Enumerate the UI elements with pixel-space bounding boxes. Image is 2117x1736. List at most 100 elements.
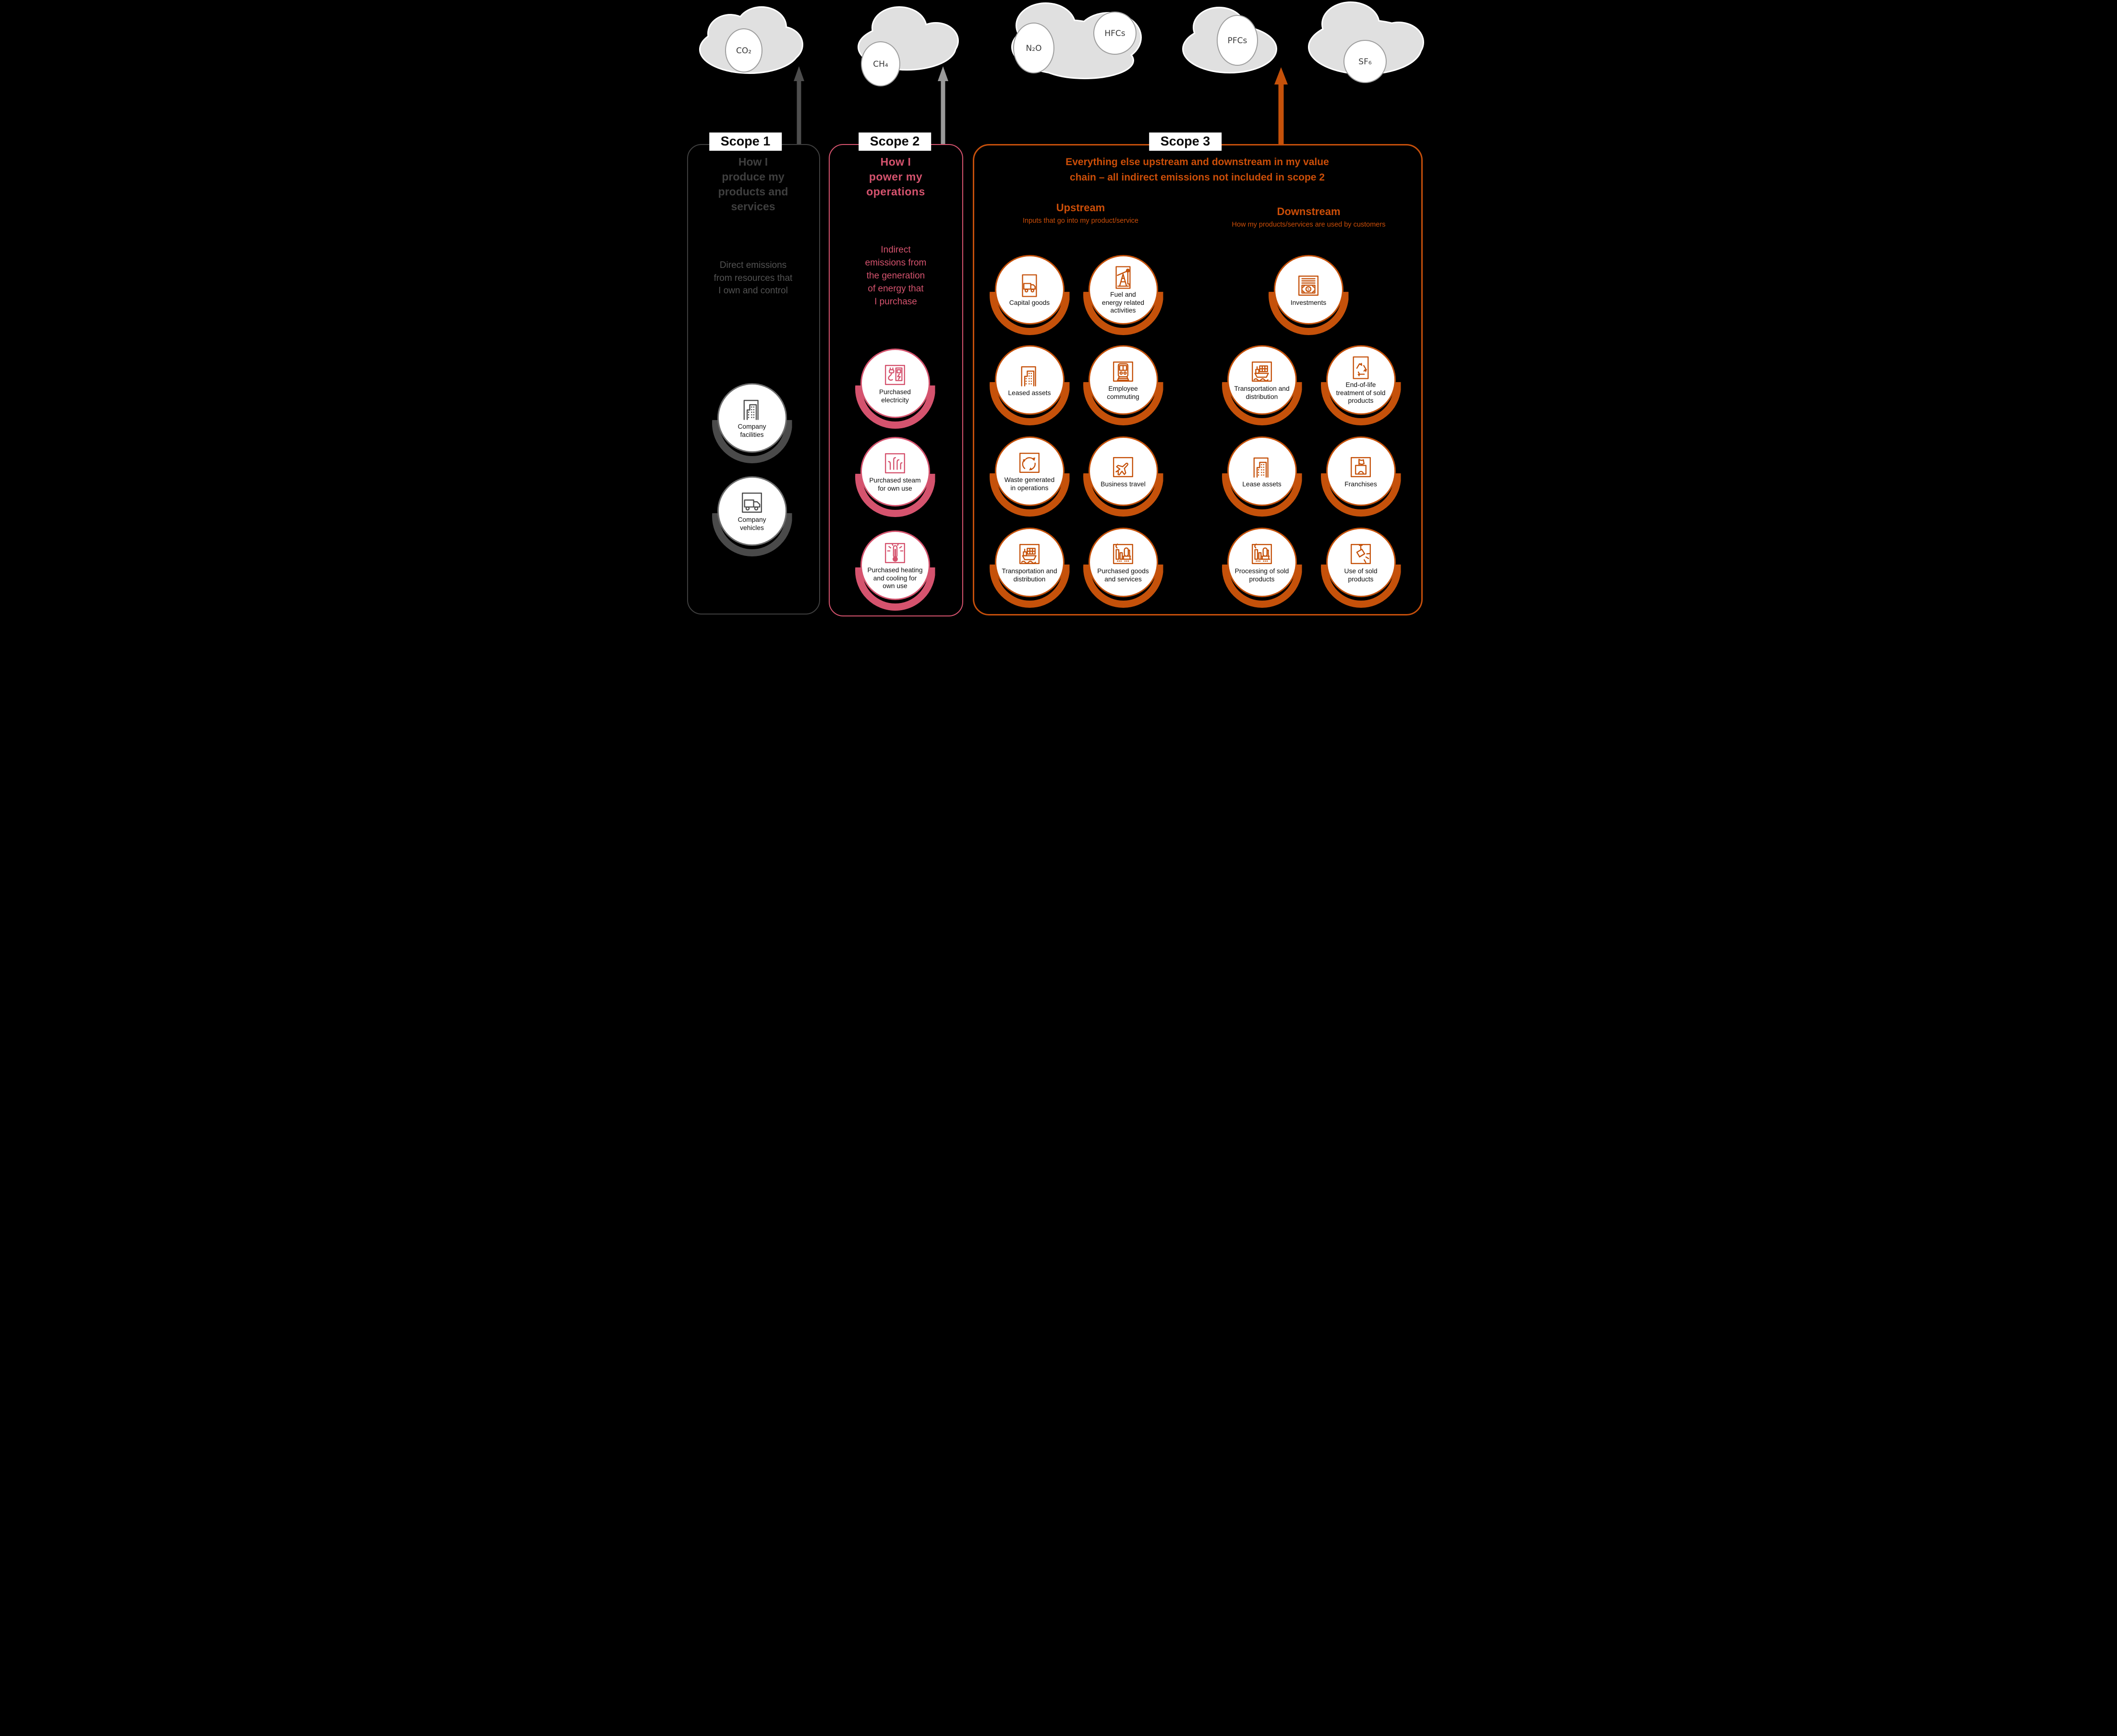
pumpjack-icon	[1110, 265, 1136, 290]
scope1-arrow	[793, 66, 804, 145]
recycle-arrows-icon	[1016, 450, 1042, 476]
ev-charger-icon	[882, 362, 908, 388]
badge-transportation-distribution-up: Transportation and distribution	[989, 528, 1070, 608]
badge-label: Leased assets	[1008, 389, 1051, 397]
scope2-header: Scope 2	[858, 133, 931, 151]
storefront-icon	[1348, 454, 1374, 480]
factory-icon	[1249, 541, 1275, 567]
n2o-hfcs-cloud: N₂O HFCs	[1011, 2, 1142, 79]
upstream-subtitle: Inputs that go into my product/service	[1023, 217, 1138, 225]
badge-disc: $ Investments	[1273, 255, 1343, 325]
badge-company-vehicles: Company vehicles	[712, 476, 792, 556]
factory-icon	[1110, 541, 1136, 567]
badge-label: Franchises	[1344, 480, 1377, 488]
scope2-arrow	[937, 66, 948, 145]
badge-disc: Purchased goods and services	[1088, 528, 1158, 597]
badge-employee-commuting: Employee commuting	[1083, 345, 1163, 425]
ch4-cloud: CH₄	[857, 6, 959, 86]
ship-icon	[1249, 359, 1275, 385]
scope2-heading: How I power my operations	[866, 156, 925, 198]
gas-label-co2: CO₂	[736, 46, 751, 56]
badge-disc: Use of sold products	[1326, 528, 1396, 597]
badge-disc: Purchased electricity	[860, 349, 930, 418]
badge-disc: Lease assets	[1227, 436, 1297, 506]
badge-label: End-of-life treatment of sold products	[1336, 381, 1386, 405]
ship-icon	[1016, 541, 1042, 567]
building-icon	[739, 397, 765, 422]
pfcs-cloud: PFCs	[1182, 7, 1277, 73]
badge-label: Processing of sold products	[1234, 567, 1289, 583]
emissions-scopes-diagram: CO₂ CH₄ N₂O	[682, 0, 1435, 617]
recycle-icon	[1348, 355, 1374, 381]
co2-cloud: CO₂	[699, 6, 803, 74]
badge-label: Use of sold products	[1344, 567, 1378, 583]
scope2-body: Indirect emissions from the generation o…	[865, 245, 927, 307]
gas-label-sf6: SF₆	[1358, 57, 1372, 67]
badge-company-facilities: Company facilities	[712, 383, 792, 463]
badge-disc: Fuel and energy related activities	[1088, 255, 1158, 325]
badge-end-of-life-treatment: End-of-life treatment of sold products	[1320, 345, 1401, 425]
building-icon	[1016, 363, 1042, 389]
scope1-header: Scope 1	[709, 133, 782, 151]
badge-use-of-sold-products: Use of sold products	[1320, 528, 1401, 608]
badge-disc: Purchased heating and cooling for own us…	[860, 530, 930, 600]
scope3-arrow	[1274, 67, 1288, 145]
badge-label: Purchased goods and services	[1097, 567, 1149, 583]
building-icon	[1249, 454, 1275, 480]
badge-disc: Purchased steam for own use	[860, 437, 930, 506]
downstream-heading: Downstream	[1277, 205, 1341, 217]
plane-icon	[1110, 454, 1136, 480]
badge-label: Capital goods	[1009, 299, 1050, 306]
gas-label-ch4: CH₄	[873, 60, 888, 69]
badge-disc: Company vehicles	[717, 476, 787, 546]
svg-text:$: $	[1307, 287, 1309, 291]
badge-label: Employee commuting	[1107, 385, 1139, 400]
badge-label: Purchased steam for own use	[869, 477, 921, 492]
gas-label-n2o: N₂O	[1026, 44, 1041, 53]
truck-icon	[739, 490, 765, 516]
scope1-heading: How I produce my products and services	[718, 156, 788, 213]
train-icon	[1110, 359, 1136, 385]
badge-label: Lease assets	[1242, 480, 1282, 488]
upstream-heading: Upstream	[1056, 202, 1105, 214]
badge-label: Purchased heating and cooling for own us…	[867, 566, 923, 590]
badge-disc: Processing of sold products	[1227, 528, 1297, 597]
badge-business-travel: Business travel	[1083, 436, 1163, 517]
badge-disc: Employee commuting	[1088, 345, 1158, 415]
badge-purchased-steam: Purchased steam for own use	[855, 437, 935, 517]
downstream-subtitle: How my products/services are used by cus…	[1232, 221, 1386, 229]
badge-capital-goods: Capital goods	[989, 255, 1070, 335]
badge-franchises: Franchises	[1320, 436, 1401, 517]
badge-label: Fuel and energy related activities	[1101, 290, 1145, 314]
spotlight-icon	[1348, 541, 1374, 567]
badge-disc: Waste generated in operations	[994, 436, 1065, 506]
badge-leased-assets: Leased assets	[989, 345, 1070, 425]
badge-purchased-electricity: Purchased electricity	[855, 349, 935, 429]
badge-label: Business travel	[1101, 480, 1146, 488]
clouds-and-arrows-layer: CO₂ CH₄ N₂O	[699, 1, 1424, 145]
badge-disc: Transportation and distribution	[994, 528, 1065, 597]
badge-purchased-goods-services: Purchased goods and services	[1083, 528, 1163, 608]
badge-disc: Transportation and distribution	[1227, 345, 1297, 415]
badge-investments: $ Investments	[1268, 255, 1349, 335]
badge-label: Purchased electricity	[879, 388, 911, 404]
steam-icon	[882, 450, 908, 476]
badge-fuel-energy-activities: Fuel and energy related activities	[1083, 255, 1163, 335]
badge-disc: End-of-life treatment of sold products	[1326, 345, 1396, 415]
badge-label: Company vehicles	[738, 516, 766, 531]
badge-label: Company facilities	[738, 423, 766, 438]
scope3-title: Everything else upstream and downstream …	[1065, 157, 1329, 183]
badge-transportation-distribution-down: Transportation and distribution	[1222, 345, 1302, 425]
badge-disc: Capital goods	[994, 255, 1065, 325]
gas-label-hfcs: HFCs	[1104, 29, 1125, 38]
truck-icon	[1016, 273, 1042, 299]
badge-label: Investments	[1290, 299, 1327, 306]
thermometer-icon	[882, 540, 908, 566]
badge-label: Transportation and distribution	[1002, 567, 1057, 583]
badge-waste-generated: Waste generated in operations	[989, 436, 1070, 517]
badge-label: Transportation and distribution	[1234, 385, 1290, 400]
badge-lease-assets: Lease assets	[1222, 436, 1302, 517]
badge-processing-sold-products: Processing of sold products	[1222, 528, 1302, 608]
badge-disc: Franchises	[1326, 436, 1396, 506]
scope1-body: Direct emissions from resources that I o…	[714, 260, 793, 296]
